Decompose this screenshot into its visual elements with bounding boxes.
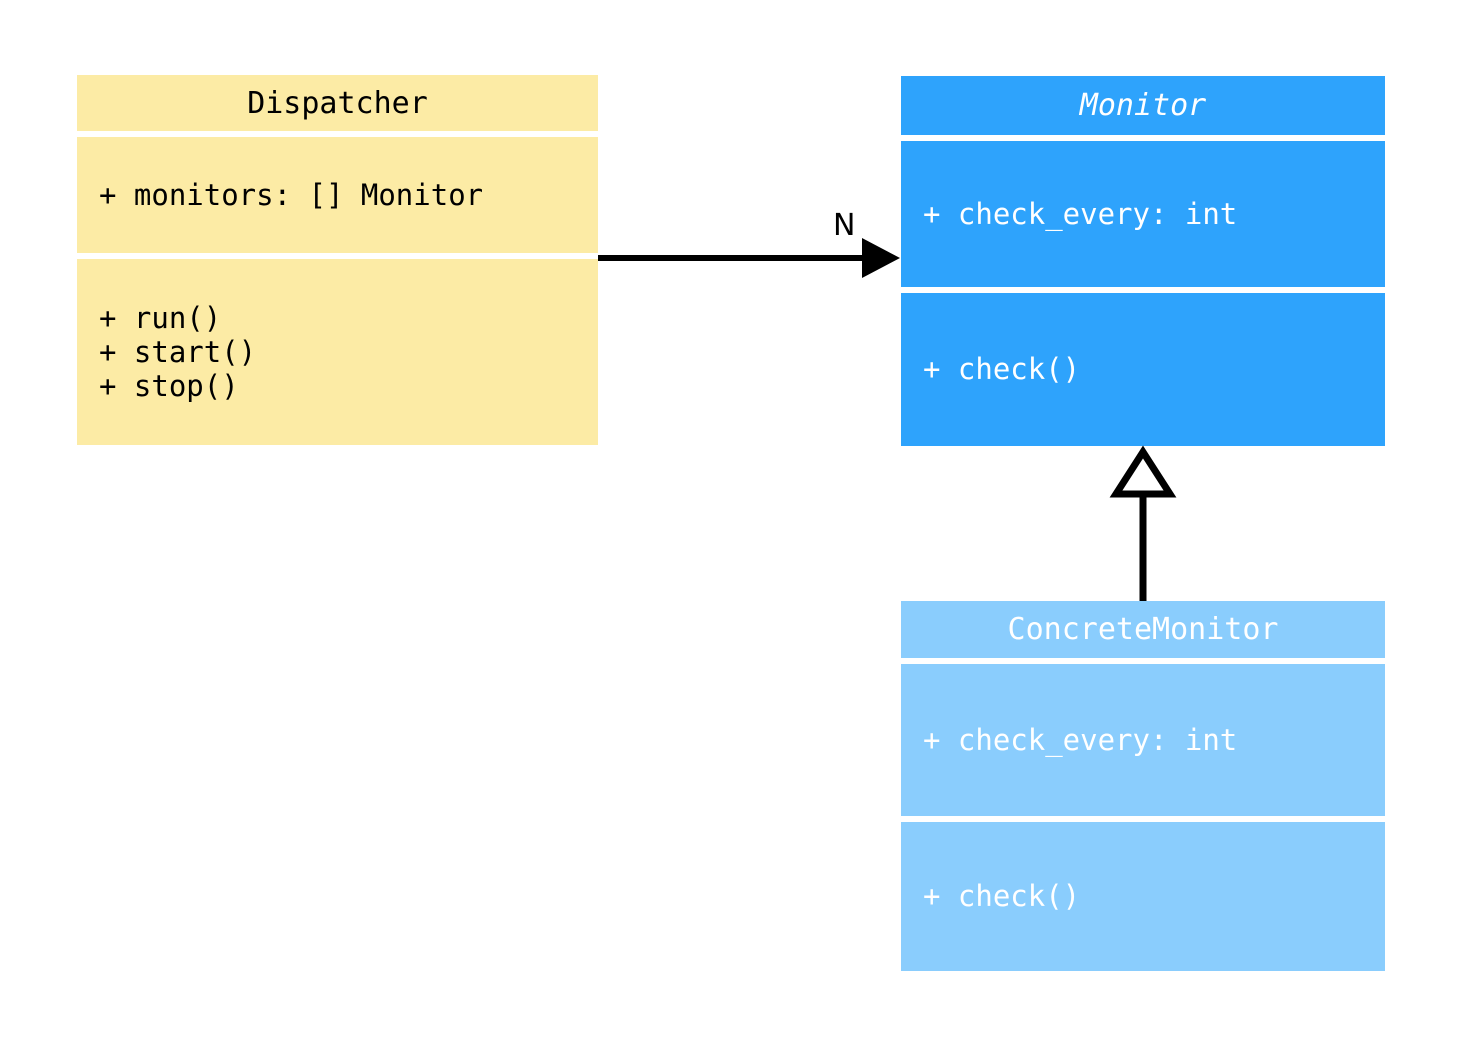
method-row: + check() [923, 352, 1081, 387]
class-title-dispatcher: Dispatcher [77, 75, 598, 131]
generalization-arrowhead-hollow [1109, 445, 1177, 498]
class-title-concretemonitor: ConcreteMonitor [901, 601, 1385, 658]
method-row: + stop() [99, 369, 239, 404]
association-dispatcher-to-monitor[interactable] [598, 238, 900, 278]
class-box-dispatcher[interactable]: Dispatcher + monitors: [] Monitor + run(… [77, 75, 598, 445]
method-row: + run() [99, 300, 222, 335]
class-title-monitor: Monitor [901, 76, 1385, 135]
association-arrowhead-filled [862, 238, 900, 278]
class-methods-monitor: + check() [901, 293, 1385, 446]
attribute-row: + monitors: [] Monitor [99, 177, 484, 212]
method-row: + start() [99, 334, 257, 369]
class-attributes-concretemonitor: + check_every: int [901, 664, 1385, 816]
generalization-concretemonitor-to-monitor[interactable] [1109, 445, 1177, 601]
association-multiplicity-label: N [833, 208, 856, 243]
attribute-row: + check_every: int [923, 722, 1238, 757]
class-methods-concretemonitor: + check() [901, 822, 1385, 971]
class-methods-dispatcher: + run() + start() + stop() [77, 259, 598, 445]
method-row: + check() [923, 879, 1081, 914]
attribute-row: + check_every: int [923, 196, 1238, 231]
class-box-concretemonitor[interactable]: ConcreteMonitor + check_every: int + che… [901, 601, 1385, 971]
class-box-monitor[interactable]: Monitor + check_every: int + check() [901, 76, 1385, 446]
class-attributes-monitor: + check_every: int [901, 141, 1385, 287]
class-attributes-dispatcher: + monitors: [] Monitor [77, 137, 598, 253]
